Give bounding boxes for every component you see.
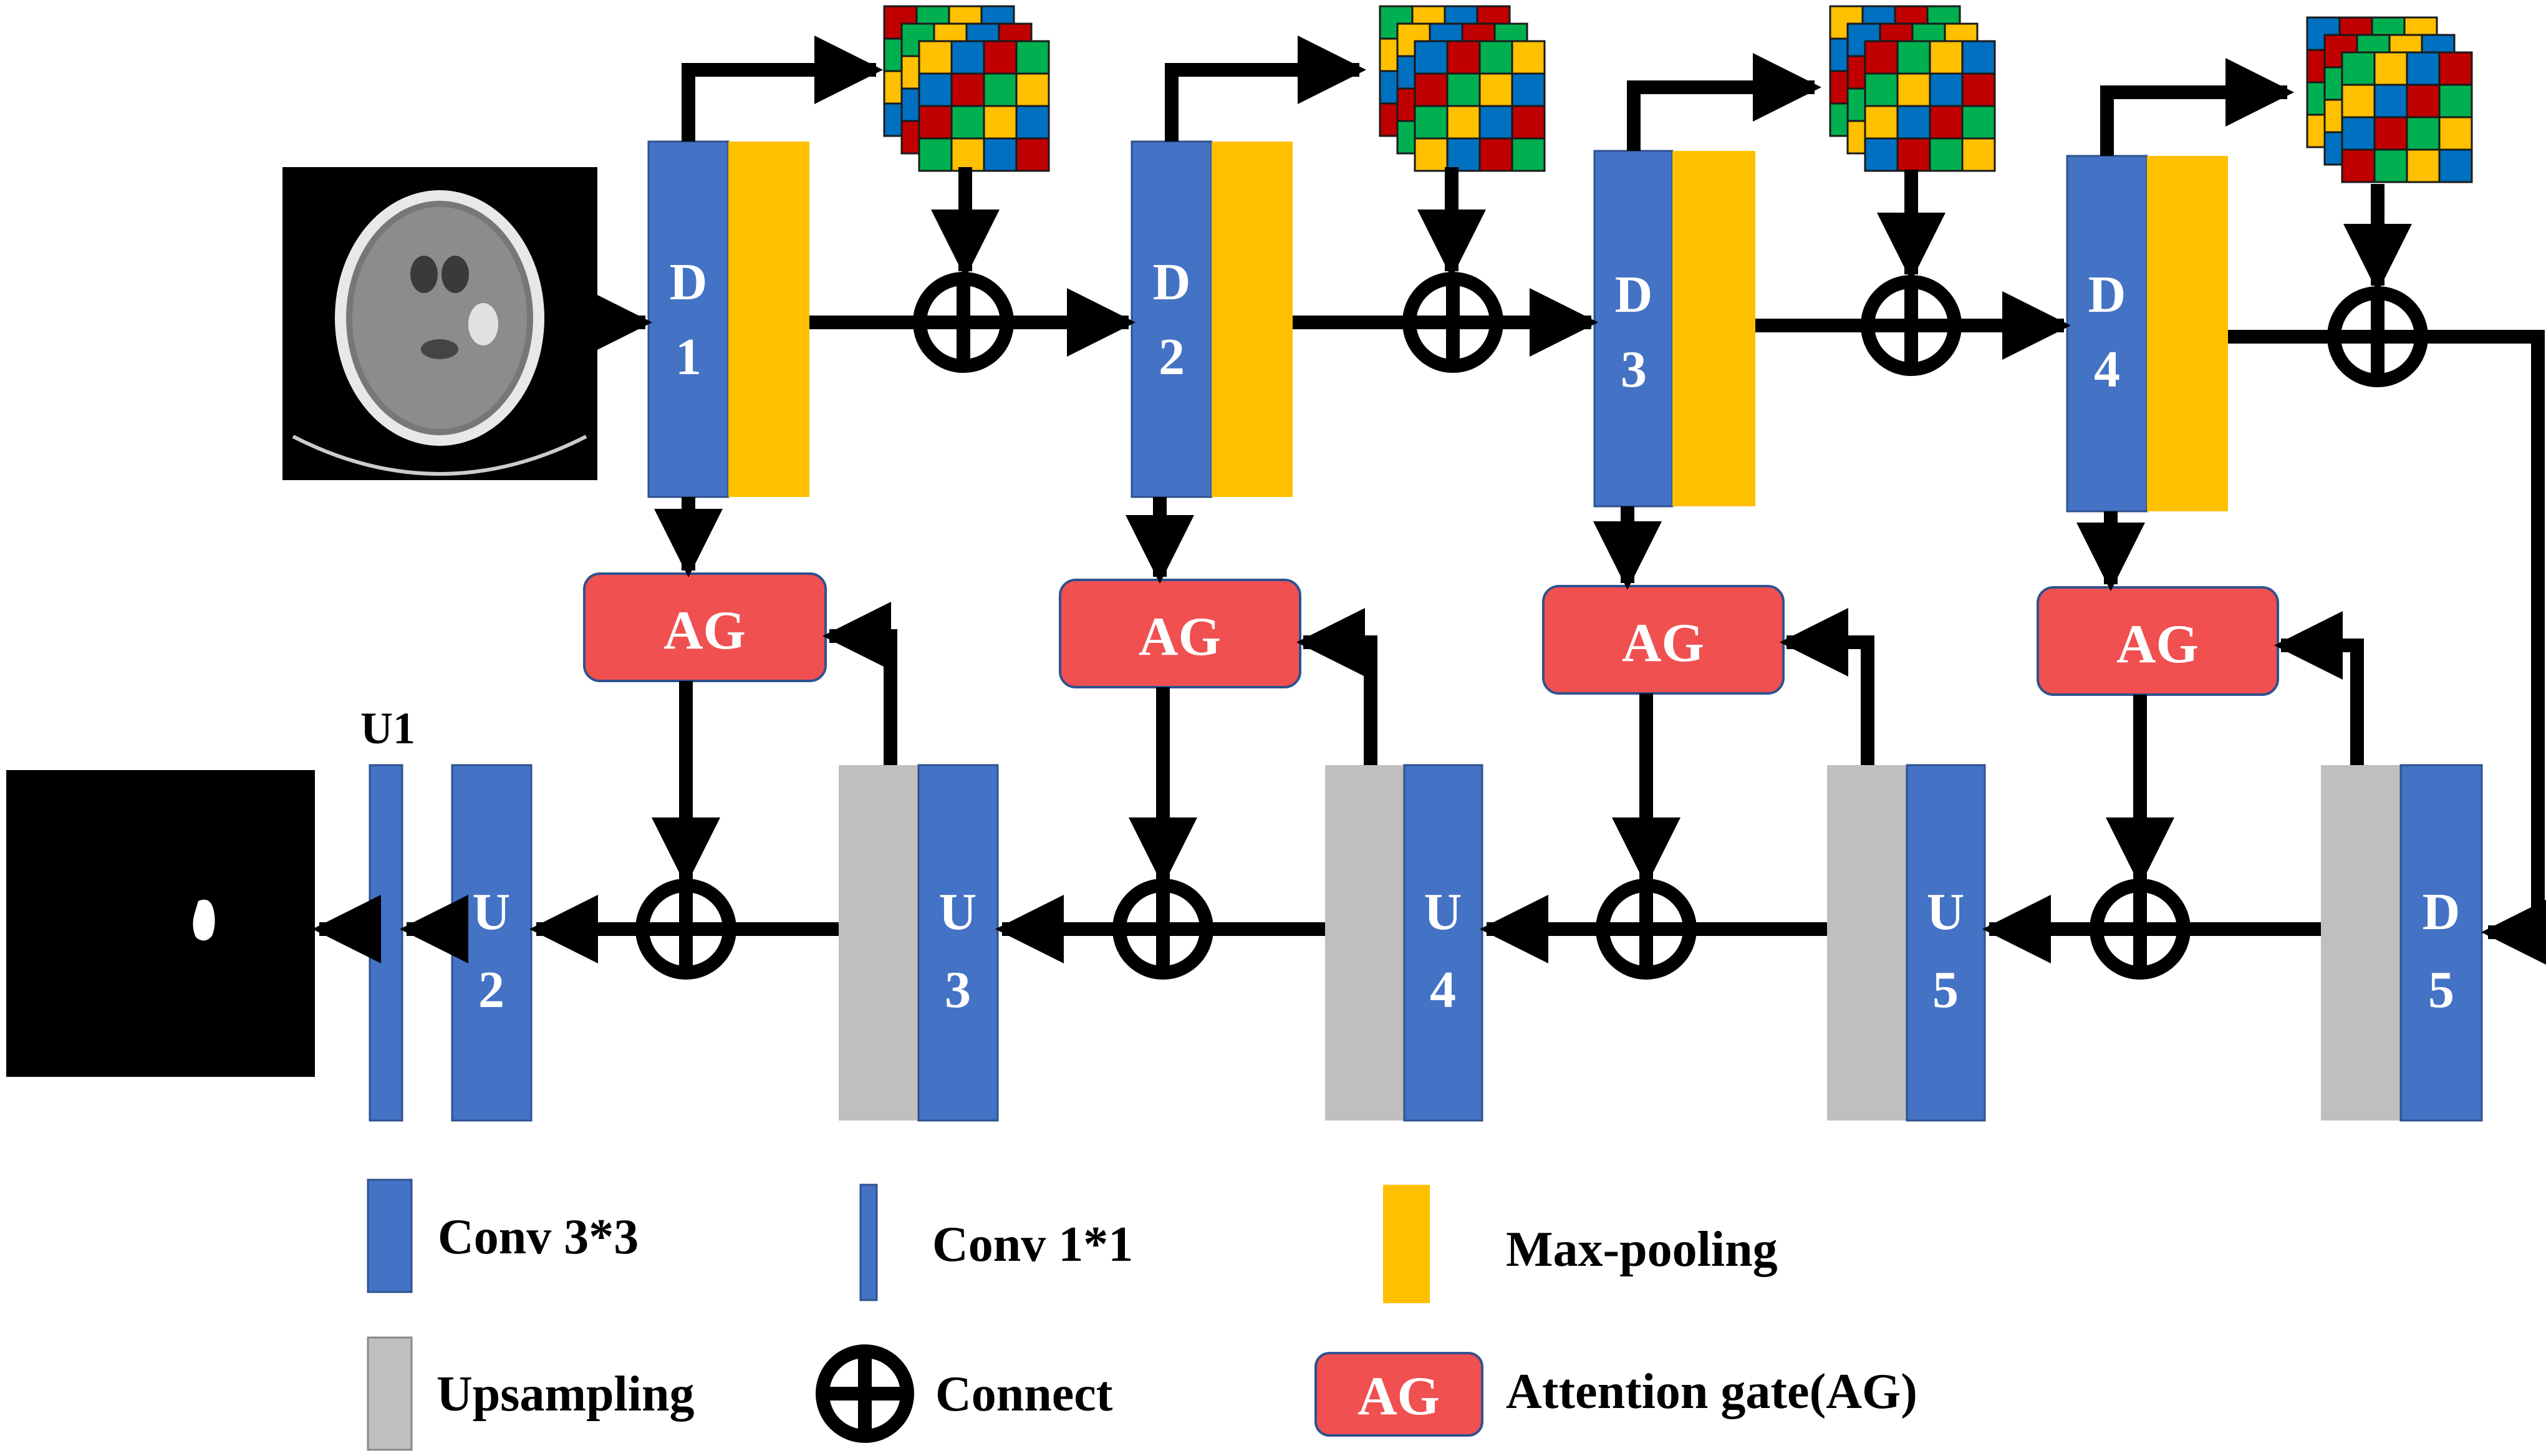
attention-gate-3: AG (1542, 585, 1785, 695)
legend: Conv 3*3 Conv 1*1 Max-pooling Upsampling… (367, 1179, 1917, 1451)
connect-symbol-bottom-1 (635, 879, 736, 980)
d4-number: 4 (2094, 340, 2120, 398)
feature-grid-icon (883, 5, 1050, 172)
feature-grid-icon (2306, 16, 2473, 183)
ag-1-label: AG (663, 600, 746, 661)
arrow (822, 602, 897, 765)
arrow (1296, 608, 1377, 765)
legend-upsampling: Upsampling (367, 1336, 694, 1451)
connect-symbol-bottom-2 (1112, 879, 1213, 980)
ag-3-label: AG (1622, 613, 1704, 673)
connect-symbol-top-3 (1861, 275, 1962, 376)
decoder-block-u1: U1 (360, 703, 415, 1122)
u4-letter: U (1424, 883, 1462, 941)
segmentation-mask-output-image (6, 770, 315, 1077)
arrow (682, 36, 883, 142)
legend-conv3: Conv 3*3 (367, 1179, 639, 1293)
legend-connect-label: Connect (935, 1367, 1113, 1422)
legend-attention-gate: AG Attention gate(AG) (1314, 1352, 1917, 1437)
d3-letter: D (1615, 266, 1653, 324)
attention-gate-2: AG (1059, 579, 1301, 688)
ag-2-label: AG (1139, 607, 1221, 667)
bottleneck-block-d5: D 5 (2321, 764, 2483, 1122)
decoder-block-u3: U 3 (839, 764, 999, 1122)
encoder-block-d3: D 3 (1593, 150, 1755, 508)
arrows (312, 36, 2546, 967)
d2-letter: D (1153, 253, 1191, 311)
decoder-block-u5: U 5 (1827, 764, 1986, 1122)
d1-letter: D (670, 253, 708, 311)
d5-number: 5 (2428, 961, 2454, 1019)
d3-number: 3 (1621, 340, 1647, 398)
u1-label: U1 (360, 703, 415, 753)
ct-scan-input-image (282, 167, 597, 480)
legend-maxpool: Max-pooling (1383, 1185, 1778, 1303)
feature-grid-icons (883, 5, 2473, 183)
legend-ag-label: Attention gate(AG) (1506, 1364, 1917, 1419)
attention-gate-4: AG (2037, 586, 2279, 696)
connect-symbol-bottom-4 (2090, 879, 2191, 980)
arrow (2421, 330, 2546, 967)
arrow (2274, 611, 2364, 765)
arrow (1627, 53, 1821, 151)
connect-symbol-top-4 (2327, 286, 2428, 387)
legend-conv1-label: Conv 1*1 (932, 1217, 1133, 1272)
connect-icon (816, 1344, 914, 1443)
legend-ag-icon-label: AG (1357, 1366, 1440, 1427)
feature-grid-icon (1379, 5, 1546, 172)
decoder-block-u2: U 2 (451, 764, 533, 1122)
u4-number: 4 (1430, 961, 1456, 1019)
legend-conv1: Conv 1*1 (859, 1184, 1133, 1301)
u2-letter: U (473, 883, 511, 941)
u5-number: 5 (1932, 961, 1959, 1019)
legend-conv3-label: Conv 3*3 (438, 1210, 639, 1265)
legend-connect: Connect (816, 1344, 1113, 1443)
d1-number: 1 (675, 328, 702, 386)
u2-number: 2 (478, 961, 504, 1019)
attention-gate-1: AG (583, 572, 827, 682)
u5-letter: U (1927, 883, 1965, 941)
connect-symbol-top-1 (913, 272, 1014, 373)
arrow (1780, 608, 1874, 765)
encoder-block-d2: D 2 (1131, 140, 1293, 498)
arrow (2100, 58, 2294, 156)
d5-letter: D (2423, 883, 2461, 941)
legend-upsampling-label: Upsampling (436, 1367, 694, 1422)
d2-number: 2 (1159, 328, 1185, 386)
arrow (1165, 36, 1366, 142)
d4-letter: D (2088, 266, 2126, 324)
feature-grid-icon (1829, 5, 1996, 172)
legend-maxpool-label: Max-pooling (1506, 1222, 1778, 1277)
encoder-block-d4: D 4 (2066, 155, 2228, 513)
decoder-block-u4: U 4 (1325, 764, 1483, 1122)
u3-letter: U (939, 883, 977, 941)
u3-number: 3 (945, 961, 971, 1019)
ag-4-label: AG (2116, 614, 2199, 675)
connect-symbol-bottom-3 (1596, 879, 1697, 980)
encoder-block-d1: D 1 (647, 140, 809, 498)
connect-symbol-top-2 (1402, 272, 1503, 373)
